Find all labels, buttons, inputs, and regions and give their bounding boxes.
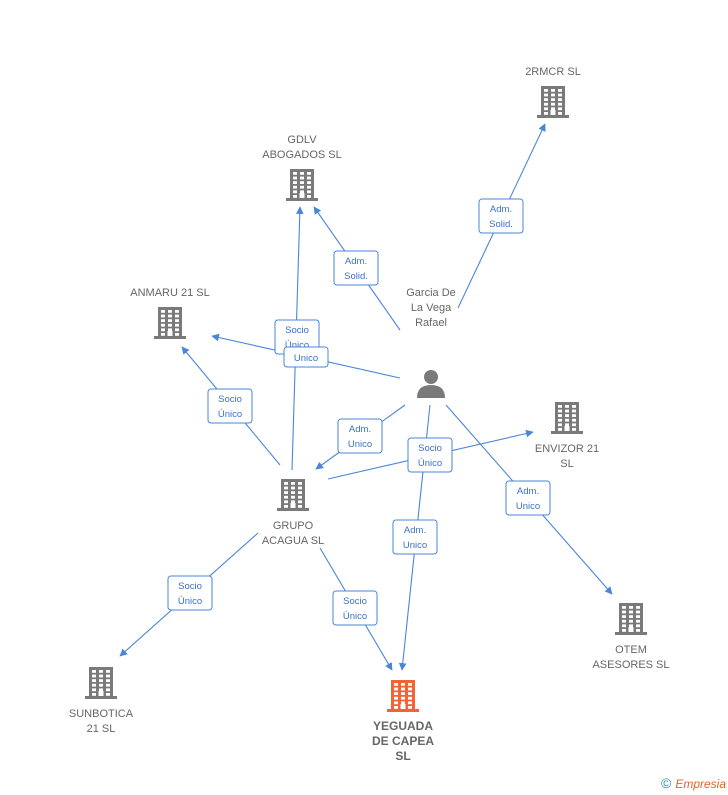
copyright-icon: © [660,775,672,791]
node-label: 21 SL [87,723,116,735]
node-label: SL [395,749,410,763]
node-grupo[interactable]: GRUPO ACAGUA SL [262,479,324,547]
edge-label-text: Unico [294,353,318,364]
node-label: Garcia De [406,287,456,299]
edge-label-text: Único [178,596,202,607]
edge-label-box [283,346,329,368]
node-label: DE CAPEA [372,734,434,748]
node-label: ASESORES SL [592,659,669,671]
edge-label-text: Único [285,340,309,351]
edge-label-garcia-to-otem[interactable]: Adm. Unico [505,480,551,516]
node-label: OTEM [615,644,647,656]
company-icon [537,86,569,118]
node-label: GRUPO [273,520,314,532]
node-sunbotica[interactable]: SUNBOTICA 21 SL [69,667,134,735]
edge-label-box [407,437,453,473]
edge-label-text: Adm. [490,204,512,215]
node-gdlv[interactable]: GDLV ABOGADOS SL [262,134,342,201]
node-label: ACAGUA SL [262,535,324,547]
edge-label-box [478,198,524,234]
node-anmaru[interactable]: ANMARU 21 SL [130,287,210,339]
edge-label-text: Socio [343,596,367,607]
edge-label-text: Unico [348,439,372,450]
edge-label-text: Socio [285,325,309,336]
node-label: Rafael [415,317,447,329]
company-icon [277,479,309,511]
edge-label-text: Socio [178,581,202,592]
company-icon [286,169,318,201]
company-icon [551,402,583,434]
node-label: SL [560,458,573,470]
node-label: GDLV [287,134,317,146]
edge-label-garcia-to-anmaru[interactable]: Unico [283,346,329,368]
edge-label-text: Adm. [349,424,371,435]
company-icon [85,667,117,699]
edge-label-box [167,575,213,611]
edge-label-garcia-to-yeguada[interactable]: Adm. Unico [392,519,438,555]
node-envizor[interactable]: ENVIZOR 21 SL [535,402,599,470]
edge-label-garcia-to-gdlv[interactable]: Adm. Solid. [333,250,379,286]
edge-label-box [392,519,438,555]
edge-label-box [207,388,253,424]
node-otem[interactable]: OTEM ASESORES SL [592,603,670,671]
edge-labels-layer: Adm.Solid.Adm.Solid.SocioÚnicoSocioÚnico… [167,198,551,626]
footer-brand[interactable]: ©Empresia [661,775,726,791]
brand-logo-text: Empresia [675,777,726,791]
edge-label-text: Único [218,409,242,420]
edge-label-box [332,590,378,626]
edge-label-box [505,480,551,516]
edge-label-garcia-to-2rmcr[interactable]: Adm. Solid. [478,198,524,234]
edge-label-text: Socio [218,394,242,405]
edge-label-text: Adm. [517,486,539,497]
node-label: ENVIZOR 21 [535,443,599,455]
edge-label-text: Único [343,611,367,622]
node-label: 2RMCR SL [525,66,581,78]
edge-label-text: Adm. [345,256,367,267]
edge-label-text: Único [418,458,442,469]
company-icon [615,603,647,635]
node-2rmcr[interactable]: 2RMCR SL [525,66,581,118]
main-company-icon [387,680,419,712]
edge-label-box [333,250,379,286]
node-label: YEGUADA [373,719,433,733]
edge-label-box [337,418,383,454]
node-label: SUNBOTICA [69,708,134,720]
edge-label-text: Solid. [489,219,513,230]
person-icon [417,370,445,398]
node-label: ANMARU 21 SL [130,287,209,299]
edge-label-text: Unico [403,540,427,551]
node-label: ABOGADOS SL [262,149,341,161]
nodes-layer: 2RMCR SL GDLV ABOGADOS SL ANMARU 21 SL Garci… [69,66,670,763]
company-icon [154,307,186,339]
edge-label-garcia-to-grupo[interactable]: Adm. Unico [337,418,383,454]
edge-label-text: Adm. [404,525,426,536]
node-label: La Vega [411,302,452,314]
edge-label-text: Socio [418,443,442,454]
edge-label-text: Unico [516,501,540,512]
edge-label-text: Solid. [344,271,368,282]
